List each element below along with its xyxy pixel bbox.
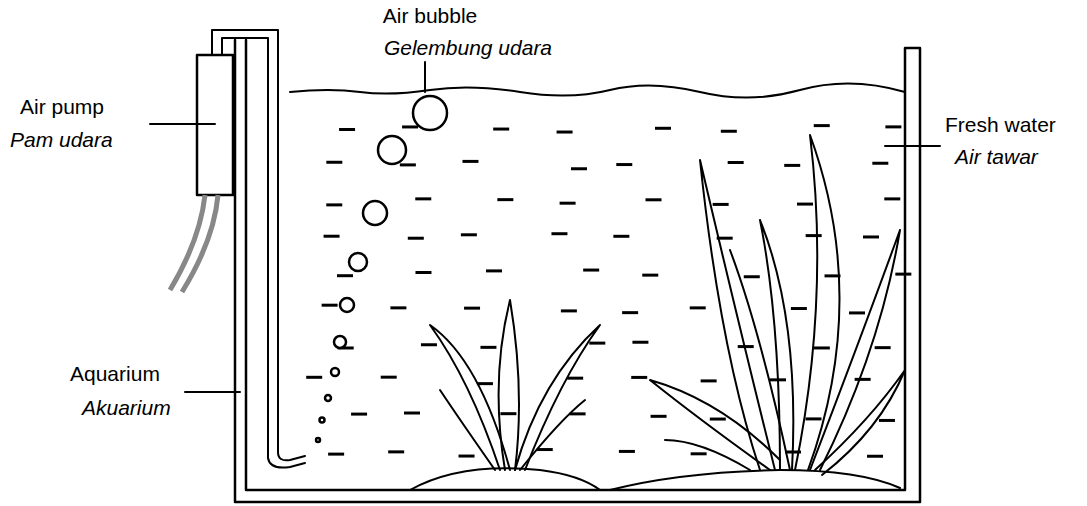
part-label: Gelembung udara bbox=[384, 36, 552, 60]
part-label: Air bubble bbox=[383, 4, 478, 28]
substrate bbox=[410, 468, 600, 490]
part-label: Akuarium bbox=[82, 396, 171, 420]
part-label: Aquarium bbox=[70, 362, 160, 386]
power-cable bbox=[170, 195, 218, 292]
water-texture bbox=[306, 126, 911, 457]
plant bbox=[430, 300, 600, 470]
part-label: Fresh water bbox=[945, 113, 1056, 137]
plant bbox=[650, 135, 905, 475]
part-label: Pam udara bbox=[10, 128, 113, 152]
air-tube bbox=[222, 38, 305, 468]
part-label: Air pump bbox=[20, 95, 104, 119]
water-surface bbox=[290, 83, 905, 97]
air-bubbles bbox=[316, 96, 447, 442]
substrate bbox=[610, 470, 900, 490]
tank-wall bbox=[235, 40, 920, 502]
part-label: Air tawar bbox=[955, 145, 1038, 169]
leader-line bbox=[150, 62, 940, 392]
